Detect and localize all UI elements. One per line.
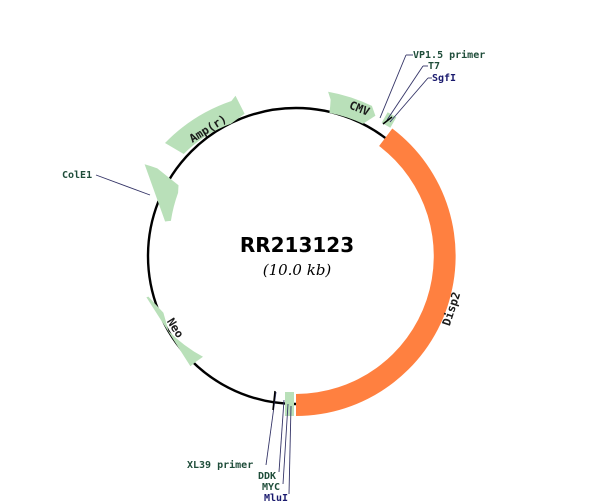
neo-feature xyxy=(146,296,203,367)
myc-label: MYC xyxy=(262,482,280,493)
mlui-label: MluI xyxy=(264,493,288,504)
disp2-feature xyxy=(296,128,456,416)
tick-mark xyxy=(382,116,393,125)
t7-label: T7 xyxy=(428,61,440,72)
cmv-feature xyxy=(328,91,376,124)
vp15-primer-label: VP1.5 primer xyxy=(413,49,485,61)
plasmid-size: (10.0 kb) xyxy=(263,261,332,279)
leader-lines xyxy=(95,54,432,495)
tick-mark xyxy=(272,390,276,411)
amp-feature xyxy=(165,95,245,154)
tag-feature-box xyxy=(285,392,294,416)
cole1-feature xyxy=(144,164,179,222)
xl39-primer-label: XL39 primer xyxy=(187,459,253,471)
sgfi-label: SgfI xyxy=(432,73,456,84)
cole1-label: ColE1 xyxy=(62,170,92,181)
neo-label: Neo xyxy=(164,315,187,340)
ddk-label: DDK xyxy=(258,471,276,482)
plasmid-name: RR213123 xyxy=(240,233,354,257)
